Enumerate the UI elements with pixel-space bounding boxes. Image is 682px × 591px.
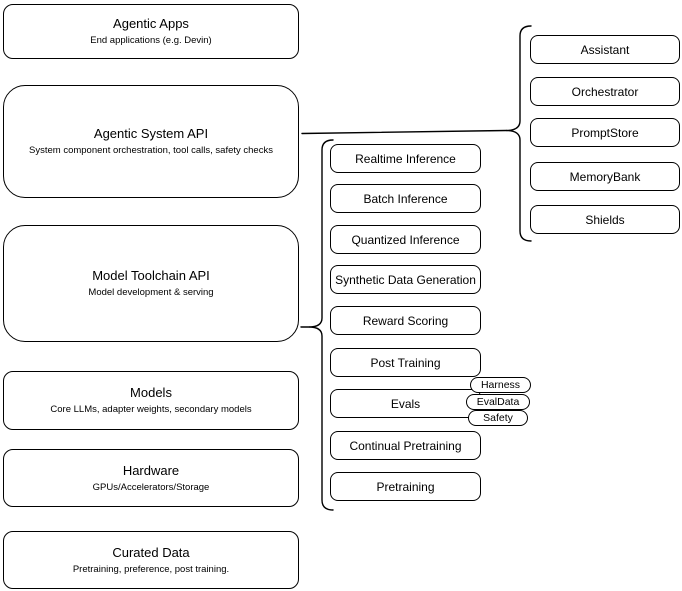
box-subtitle: System component orchestration, tool cal… [29,145,273,156]
box-title: Hardware [122,462,180,478]
node-promptstore: PromptStore [530,118,680,147]
node-quantized-inference: Quantized Inference [330,225,481,254]
box-agentic-system-api: Agentic System API System component orch… [3,85,299,198]
node-assistant: Assistant [530,35,680,64]
node-continual-pretraining: Continual Pretraining [330,431,481,460]
node-shields: Shields [530,205,680,234]
box-subtitle: Pretraining, preference, post training. [72,563,230,575]
eval-tag-evaldata: EvalData [466,394,530,410]
box-subtitle: Core LLMs, adapter weights, secondary mo… [50,404,252,415]
box-title: Models [130,385,172,400]
box-subtitle: GPUs/Accelerators/Storage [92,481,210,493]
box-agentic-apps: Agentic Apps End applications (e.g. Devi… [3,4,299,59]
node-reward-scoring: Reward Scoring [330,306,481,335]
box-hardware: Hardware GPUs/Accelerators/Storage [3,449,299,507]
box-models: Models Core LLMs, adapter weights, secon… [3,371,299,430]
box-curated-data: Curated Data Pretraining, preference, po… [3,531,299,589]
eval-tag-safety: Safety [468,410,528,426]
node-synthetic-data-generation: Synthetic Data Generation [330,265,481,294]
node-evals: Evals [330,389,481,418]
eval-tag-harness: Harness [470,377,531,393]
node-realtime-inference: Realtime Inference [330,144,481,173]
connector-system-api-line [301,129,507,135]
node-orchestrator: Orchestrator [530,77,680,106]
node-pretraining: Pretraining [330,472,481,501]
box-title: Agentic System API [93,126,209,141]
box-subtitle: Model development & serving [88,287,214,298]
node-batch-inference: Batch Inference [330,184,481,213]
box-subtitle: End applications (e.g. Devin) [90,35,212,46]
node-memorybank: MemoryBank [530,162,680,191]
box-title: Model Toolchain API [92,268,210,283]
box-title: Curated Data [112,544,190,560]
box-model-toolchain-api: Model Toolchain API Model development & … [3,225,299,342]
box-title: Agentic Apps [113,16,189,31]
system-components-brace [505,25,532,242]
node-post-training: Post Training [330,348,481,377]
